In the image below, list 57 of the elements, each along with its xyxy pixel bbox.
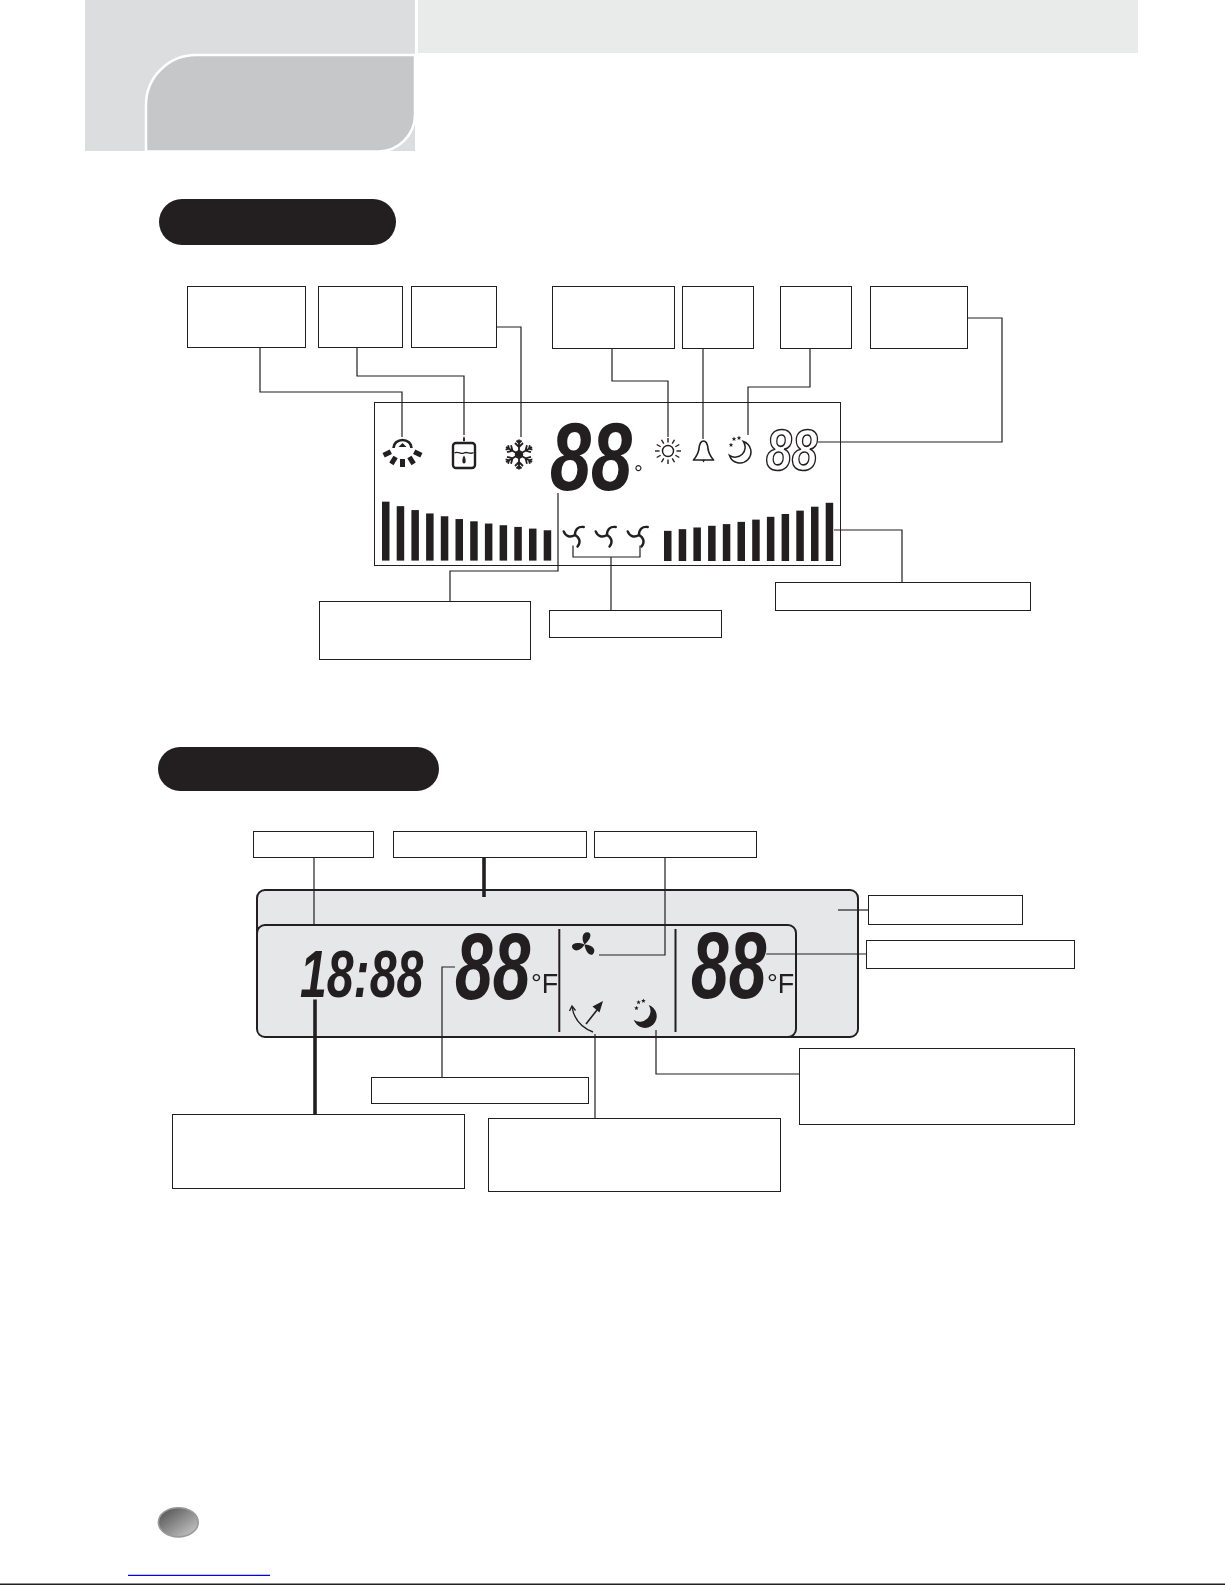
callout-box	[549, 610, 722, 638]
callout-box	[552, 286, 675, 349]
unit-label: °F	[531, 974, 559, 995]
leader-line	[259, 347, 403, 438]
leader-line	[313, 999, 317, 1114]
sun-icon	[654, 437, 682, 465]
clock-digits: 18:88	[300, 950, 424, 1000]
callout-box	[253, 831, 374, 858]
callout-box	[319, 601, 531, 660]
section-heading-bar	[158, 746, 440, 791]
callout-box	[318, 286, 403, 348]
callout-box	[411, 286, 497, 348]
leader-line	[611, 348, 669, 438]
callout-box	[187, 286, 306, 348]
lcd-screen	[258, 924, 797, 1036]
leader-line	[747, 348, 811, 436]
leader-line	[610, 556, 612, 611]
swing-arrow-icon	[568, 998, 606, 1034]
lcd-digits: 88	[455, 932, 531, 1003]
degree-sign: °	[634, 466, 643, 474]
callout-box	[172, 1114, 465, 1189]
leader-line	[594, 1033, 596, 1119]
lcd-digits: 88	[550, 421, 633, 493]
callout-box	[780, 286, 852, 349]
leader-line	[496, 326, 522, 438]
callout-box	[488, 1118, 781, 1192]
section-heading-bar	[158, 198, 396, 245]
callout-box	[870, 286, 968, 349]
unit-label: °F	[767, 974, 795, 995]
leader-line	[817, 317, 1003, 443]
leader-line	[356, 347, 465, 436]
callout-box	[866, 940, 1075, 969]
callout-box	[594, 831, 757, 858]
moon-stars-icon	[726, 435, 754, 464]
leader-line	[655, 1029, 800, 1075]
leader-line	[449, 492, 559, 602]
leader-line	[833, 529, 903, 583]
callout-box	[799, 1048, 1075, 1125]
lcd-digits: 88	[766, 428, 818, 472]
leader-line	[441, 966, 456, 1078]
callout-box	[393, 831, 587, 858]
leader-line	[702, 348, 704, 440]
leader-line	[837, 909, 869, 911]
callout-box	[371, 1077, 589, 1104]
leader-line	[765, 953, 867, 955]
leader-line	[482, 858, 486, 897]
bell-icon	[691, 439, 716, 464]
leader-line	[598, 857, 666, 956]
lcd-digits: 88	[691, 931, 767, 1002]
callout-box	[682, 286, 754, 349]
callout-box	[868, 895, 1023, 925]
callout-box	[775, 582, 1031, 611]
leader-line	[313, 857, 315, 925]
display-panel	[256, 889, 859, 1038]
water-tank-icon	[451, 435, 477, 470]
lcd-display-panel	[374, 402, 841, 566]
airflow-icon	[382, 437, 423, 468]
